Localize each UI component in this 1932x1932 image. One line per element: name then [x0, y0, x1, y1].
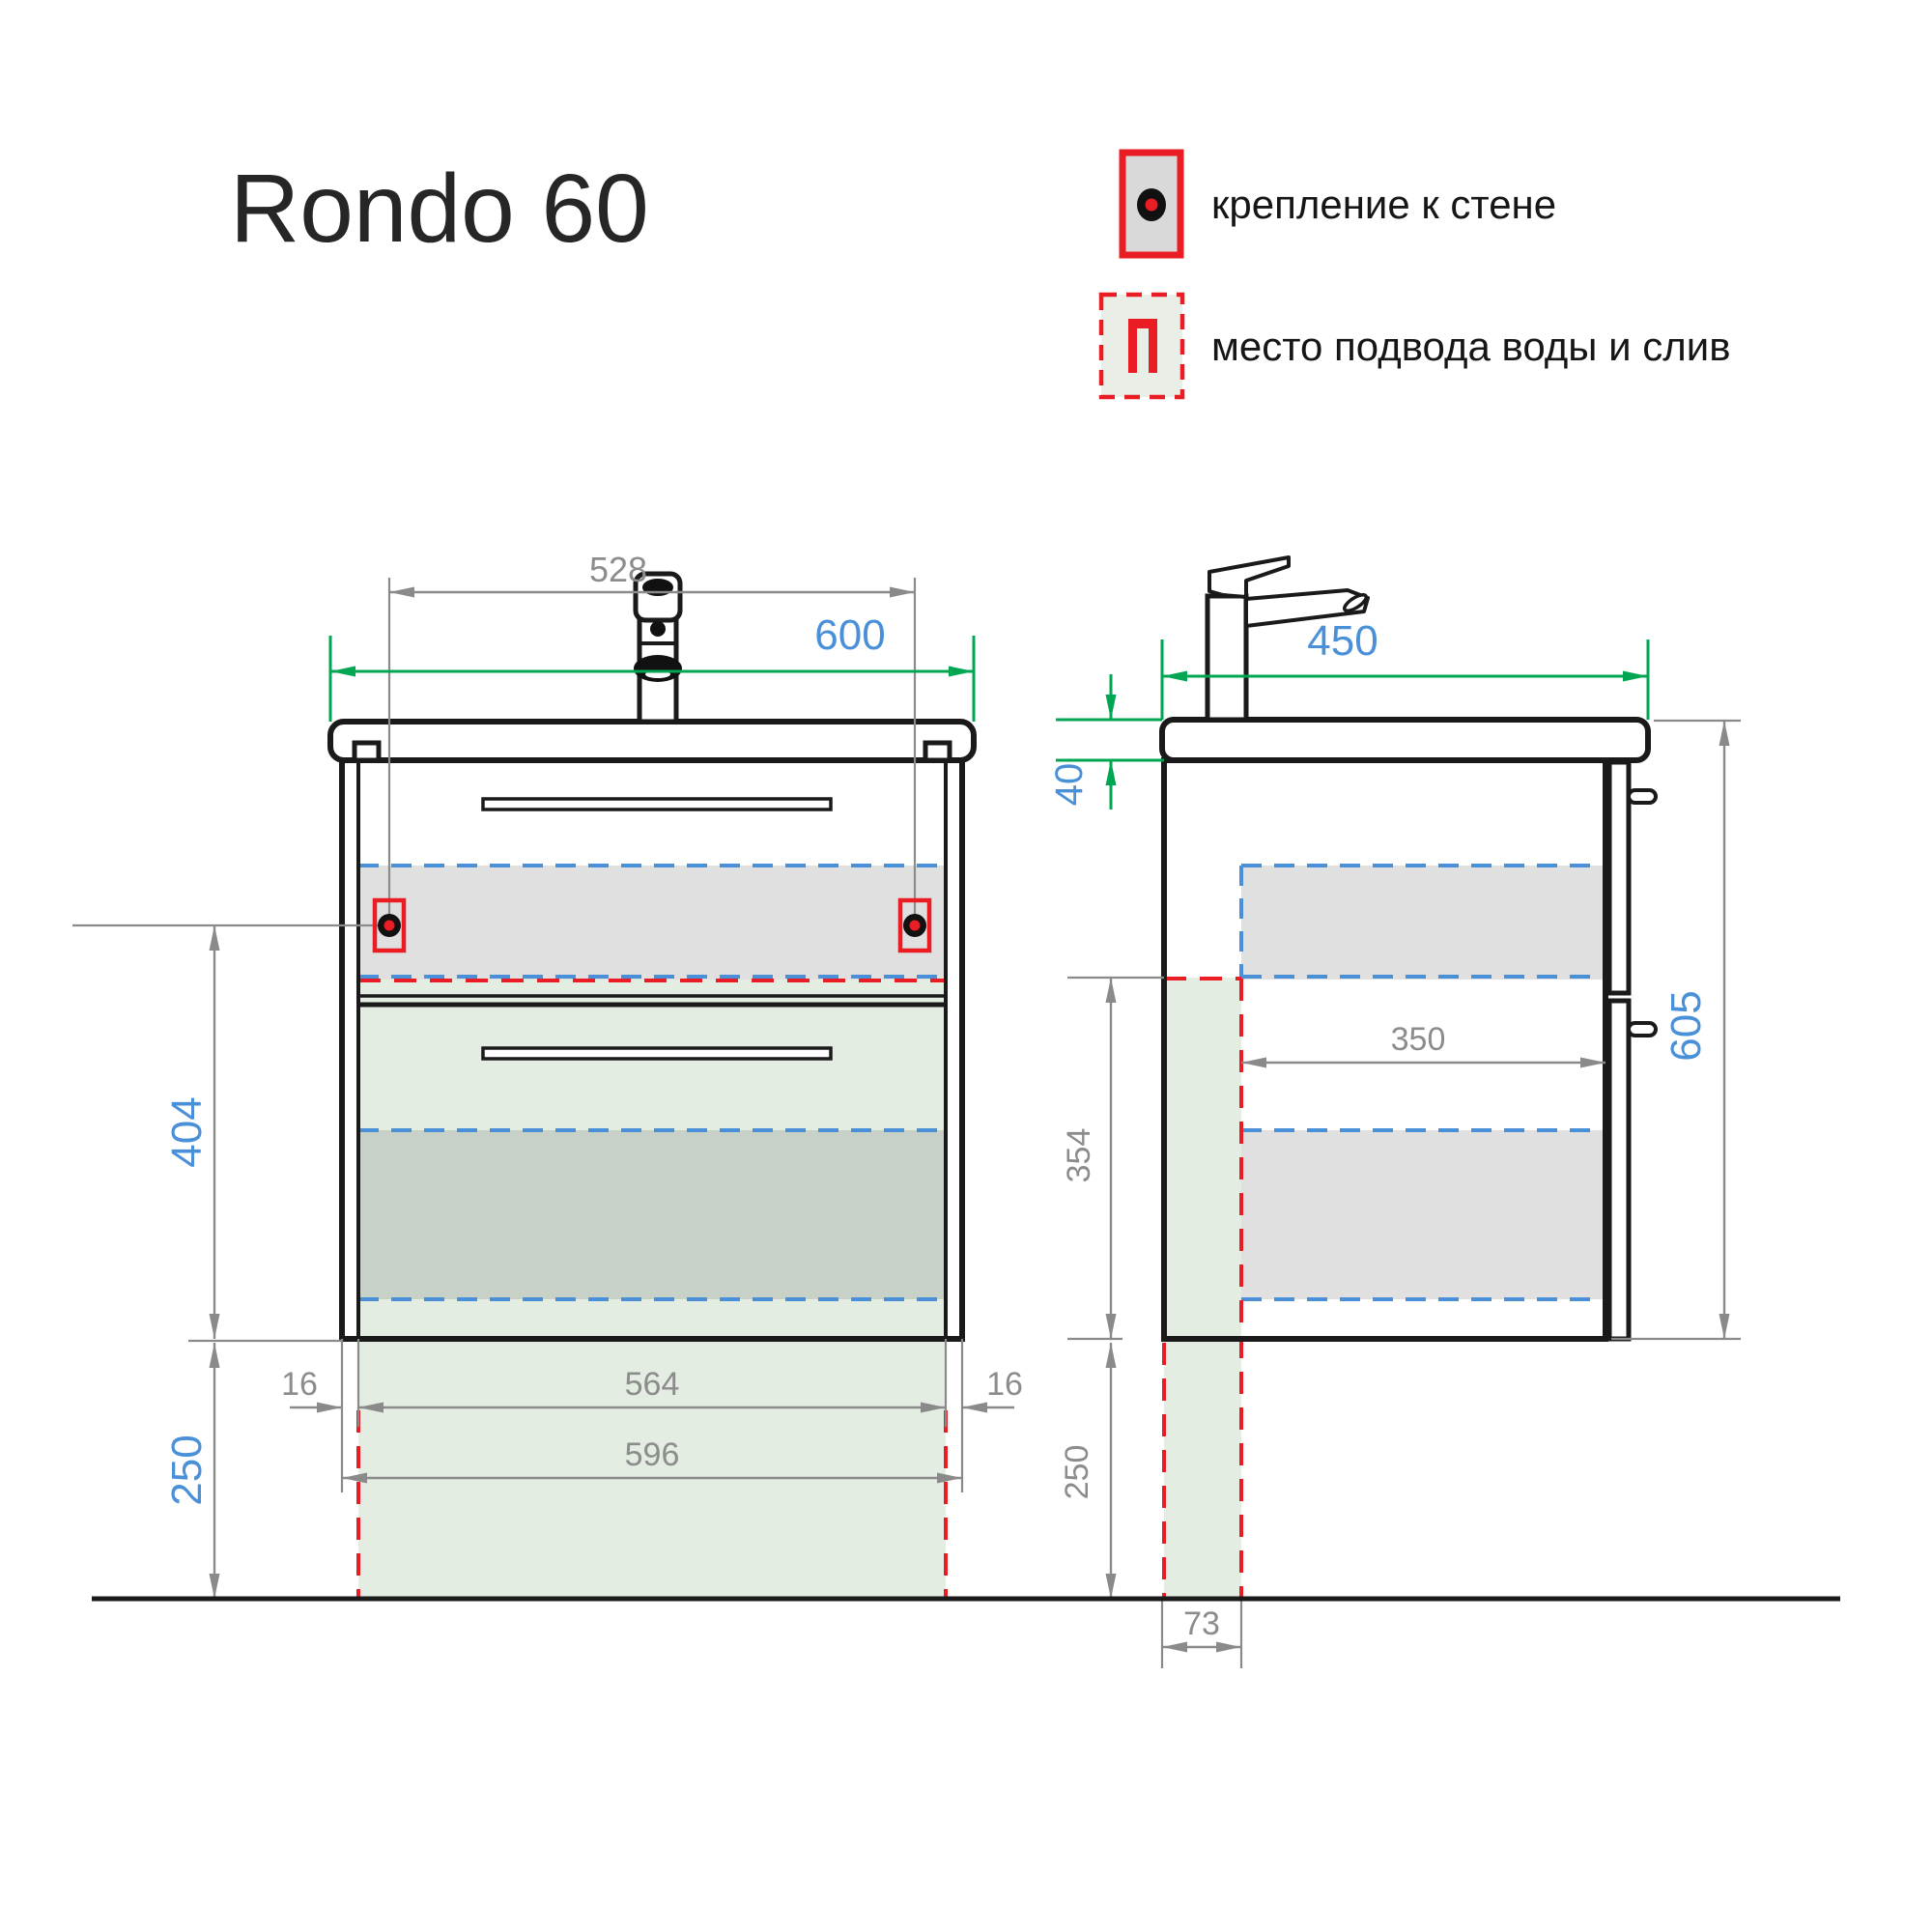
faucet-spout: [1244, 588, 1370, 628]
dim-label-404: 404: [163, 1096, 211, 1167]
dim-label-605: 605: [1662, 990, 1710, 1061]
sink-top-side: [1159, 717, 1651, 763]
mount-band-lower-front: [358, 1130, 946, 1299]
drawer-pin-bottom: [1627, 1021, 1658, 1037]
sink-tab-right: [923, 740, 952, 763]
dim-label-450: 450: [1307, 617, 1378, 665]
drawer-front-bottom: [1606, 998, 1632, 1342]
faucet-lever: [1208, 555, 1291, 599]
dim-label-350: 350: [1391, 1021, 1446, 1058]
water-zone-legend-icon: [1098, 292, 1185, 400]
mount-band-upper-front: [358, 866, 946, 980]
dim-label-40: 40: [1048, 763, 1091, 807]
dim-label-596: 596: [625, 1436, 680, 1473]
water-drain-zone-side: [1164, 978, 1241, 1599]
sink-tab-left: [352, 740, 382, 763]
dim-label-564: 564: [625, 1366, 680, 1403]
dim-label-600: 600: [814, 611, 885, 659]
drawer-front-top: [1606, 759, 1632, 996]
side-view: 450 40 350 354 250 605 73: [1048, 555, 1741, 1668]
drawer-handle-groove-bottom: [481, 1046, 833, 1061]
sink-top-front: [327, 719, 977, 763]
front-view: 528 600 404 250 16 564 16 596: [72, 550, 1023, 1599]
mount-bracket-right: [897, 897, 932, 953]
drawer-handle-groove-top: [481, 797, 833, 811]
dim-label-528: 528: [589, 550, 647, 589]
mount-band-lower-side: [1241, 1130, 1604, 1299]
faucet-front: [633, 571, 683, 724]
wall-mount-legend-icon: [1119, 149, 1184, 259]
dim-label-250-front: 250: [163, 1435, 211, 1505]
water-zone-legend-symbol: [1128, 319, 1157, 373]
water-zone-legend-label: место подвода воды и слив: [1211, 324, 1731, 369]
vanity-cabinet-front: [339, 757, 965, 1342]
faucet-spout-tip: [1343, 593, 1368, 612]
faucet-side: [1205, 555, 1370, 723]
dim-label-354: 354: [1061, 1128, 1097, 1183]
wall-mount-legend-label: крепление к стене: [1211, 182, 1556, 227]
dim-label-16-left: 16: [281, 1366, 318, 1403]
mount-bracket-left: [372, 897, 407, 953]
drawer-pin-top: [1627, 788, 1658, 805]
water-drain-zone-front: [358, 980, 946, 1599]
dim-label-73: 73: [1183, 1605, 1220, 1642]
dim-label-250-side: 250: [1059, 1445, 1095, 1500]
dim-label-16-right: 16: [986, 1366, 1023, 1403]
page-title: Rondo 60: [230, 155, 649, 263]
legend: крепление к стене место подвода воды и с…: [1098, 149, 1731, 400]
mount-band-upper-side: [1241, 866, 1604, 980]
